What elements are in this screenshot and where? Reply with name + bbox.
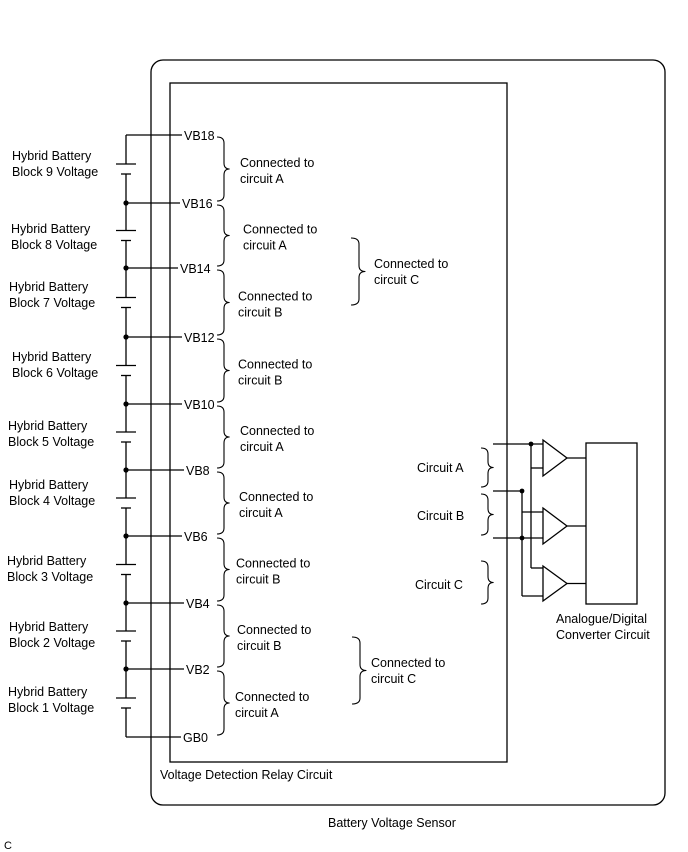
amplifier-b [542, 506, 569, 546]
terminal-label-vb6: VB6 [184, 530, 208, 544]
block-8-label-line2: Block 8 Voltage [11, 238, 97, 252]
terminal-label-vb12: VB12 [184, 331, 215, 345]
adc-label-line2: Converter Circuit [556, 628, 650, 642]
circuit-c-label: Circuit C [415, 578, 463, 592]
circuit-c-brace [480, 560, 494, 605]
circuit-c-group-braces: Connected to circuit C Connected to circuit… [350, 237, 448, 705]
connection-label-7-line1: Connected to [237, 623, 311, 637]
connection-label-5-line2: circuit A [239, 506, 283, 520]
group-connection-0-line1: Connected to [374, 257, 448, 271]
pair-brace-1 [216, 204, 230, 267]
connection-label-5-line1: Connected to [239, 490, 313, 504]
pair-brace-3 [216, 338, 230, 403]
connection-label-3-line2: circuit B [238, 374, 282, 388]
connection-label-6-line2: circuit B [236, 573, 280, 587]
connection-label-2-line1: Connected to [238, 290, 312, 304]
block-8-label-line1: Hybrid Battery [11, 222, 91, 236]
circuit-b-brace [480, 493, 494, 536]
battery-voltage-sensor-box [150, 59, 666, 806]
group-connection-1-line2: circuit C [371, 672, 416, 686]
terminal-label-vb16: VB16 [182, 197, 213, 211]
adc-label-line1: Analogue/Digital [556, 612, 647, 626]
connection-label-1-line2: circuit A [243, 239, 287, 253]
block-9-label-line2: Block 9 Voltage [12, 165, 98, 179]
connection-label-8-line2: circuit A [235, 706, 279, 720]
terminal-label-vb8: VB8 [186, 464, 210, 478]
adc-circuit-box [585, 442, 638, 605]
voltage-detection-relay-box [169, 82, 508, 763]
block-3-label-line1: Hybrid Battery [7, 554, 87, 568]
terminal-label-vb4: VB4 [186, 597, 210, 611]
pair-brace-8 [216, 670, 230, 736]
block-7-label-line2: Block 7 Voltage [9, 296, 95, 310]
block-4-label-line1: Hybrid Battery [9, 478, 89, 492]
connection-label-0-line2: circuit A [240, 172, 284, 186]
circuit-a-label: Circuit A [417, 461, 464, 475]
battery-wiring [116, 134, 184, 738]
terminal-label-vb18: VB18 [184, 129, 215, 143]
block-1-label-line2: Block 1 Voltage [8, 701, 94, 715]
circuit-b-label: Circuit B [417, 509, 464, 523]
connection-label-4-line2: circuit A [240, 440, 284, 454]
sensor-label: Battery Voltage Sensor [328, 816, 456, 830]
pair-brace-5 [216, 471, 230, 535]
group-connection-1-line1: Connected to [371, 656, 445, 670]
block-3-label-line2: Block 3 Voltage [7, 570, 93, 584]
block-6-label-line2: Block 6 Voltage [12, 366, 98, 380]
relay-circuit-label: Voltage Detection Relay Circuit [160, 768, 333, 782]
block-6-label-line1: Hybrid Battery [12, 350, 92, 364]
amplifier-c [542, 564, 569, 603]
block-4-label-line2: Block 4 Voltage [9, 494, 95, 508]
block-1-label-line1: Hybrid Battery [8, 685, 88, 699]
pair-brace-4 [216, 405, 230, 469]
block-5-label-line1: Hybrid Battery [8, 419, 88, 433]
connection-label-4-line1: Connected to [240, 424, 314, 438]
pair-brace-0 [216, 136, 230, 202]
group-connection-0-line2: circuit C [374, 273, 419, 287]
block-2-label-line2: Block 2 Voltage [9, 636, 95, 650]
junction-dot [519, 535, 525, 541]
pair-brace-2 [216, 269, 230, 336]
connection-label-8-line1: Connected to [235, 690, 309, 704]
block-7-label-line1: Hybrid Battery [9, 280, 89, 294]
connection-label-6-line1: Connected to [236, 557, 310, 571]
connection-label-3-line1: Connected to [238, 358, 312, 372]
terminal-label-vb10: VB10 [184, 398, 215, 412]
terminal-label-vb14: VB14 [180, 262, 211, 276]
circuit-c-brace-lower [351, 636, 367, 705]
connection-label-0-line1: Connected to [240, 156, 314, 170]
connection-label-2-line2: circuit B [238, 306, 282, 320]
circuit-c-brace-upper [350, 237, 366, 306]
amplifier-a [542, 438, 569, 478]
circuit-side: Circuit A Circuit B Circuit C [415, 438, 638, 605]
connection-label-1-line1: Connected to [243, 223, 317, 237]
block-9-label-line1: Hybrid Battery [12, 149, 92, 163]
junction-dot [519, 488, 525, 494]
junction-dot [528, 441, 534, 447]
pair-brace-7 [216, 604, 230, 668]
figure-code: C [4, 840, 12, 852]
pair-braces: Connected to circuit A Connected to circuit… [216, 136, 317, 736]
terminal-label-gb0: GB0 [183, 731, 208, 745]
terminal-label-vb2: VB2 [186, 663, 210, 677]
pair-brace-6 [216, 537, 230, 602]
connection-label-7-line2: circuit B [237, 639, 281, 653]
block-5-label-line2: Block 5 Voltage [8, 435, 94, 449]
circuit-a-brace [480, 447, 494, 488]
block-2-label-line1: Hybrid Battery [9, 620, 89, 634]
